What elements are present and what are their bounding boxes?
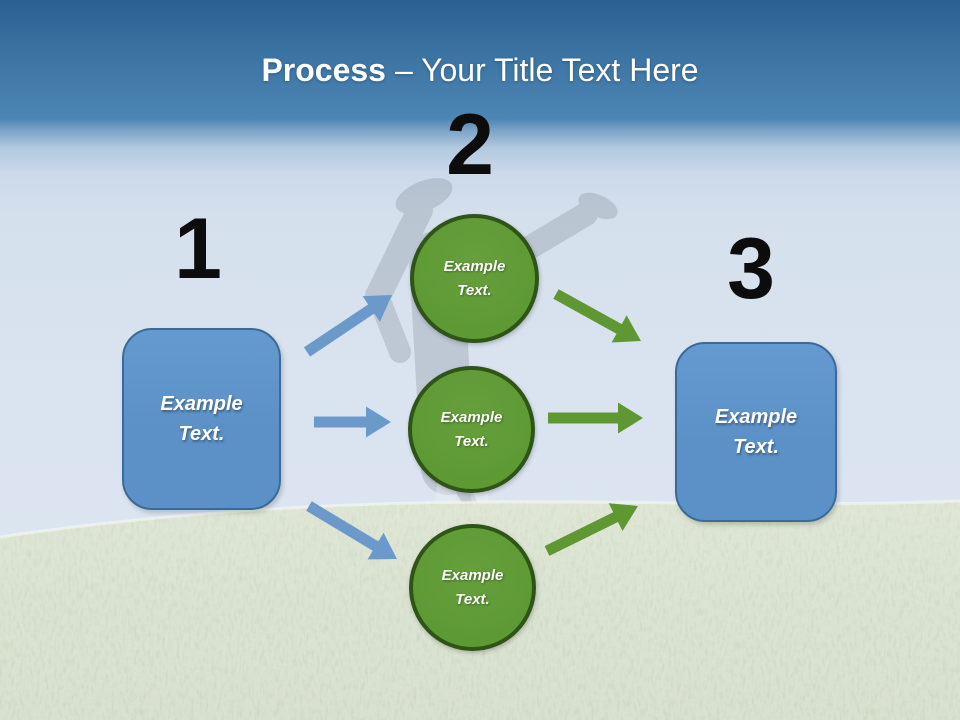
left-box-label: Example Text. <box>160 393 243 445</box>
title-text: – Your Title Text Here <box>394 52 699 88</box>
circle-1-label: Example Text. <box>443 258 506 299</box>
step-number-2: 2 <box>446 97 494 193</box>
circle-2-label: Example Text. <box>440 409 503 450</box>
right-box-label: Example Text. <box>714 406 798 458</box>
step-number-1: 1 <box>174 201 222 297</box>
step-box-left: Example Text. <box>122 328 281 510</box>
title-emphasis: Process <box>261 52 386 88</box>
step-box-right: Example Text. <box>675 342 837 522</box>
slide-title: Process – Your Title Text Here <box>0 52 960 89</box>
process-circle-1: Example Text. <box>410 214 539 343</box>
process-circle-3: Example Text. <box>409 524 536 651</box>
step-number-3: 3 <box>727 221 775 317</box>
circle-3-label: Example Text. <box>441 567 504 608</box>
process-circle-2: Example Text. <box>408 366 535 493</box>
